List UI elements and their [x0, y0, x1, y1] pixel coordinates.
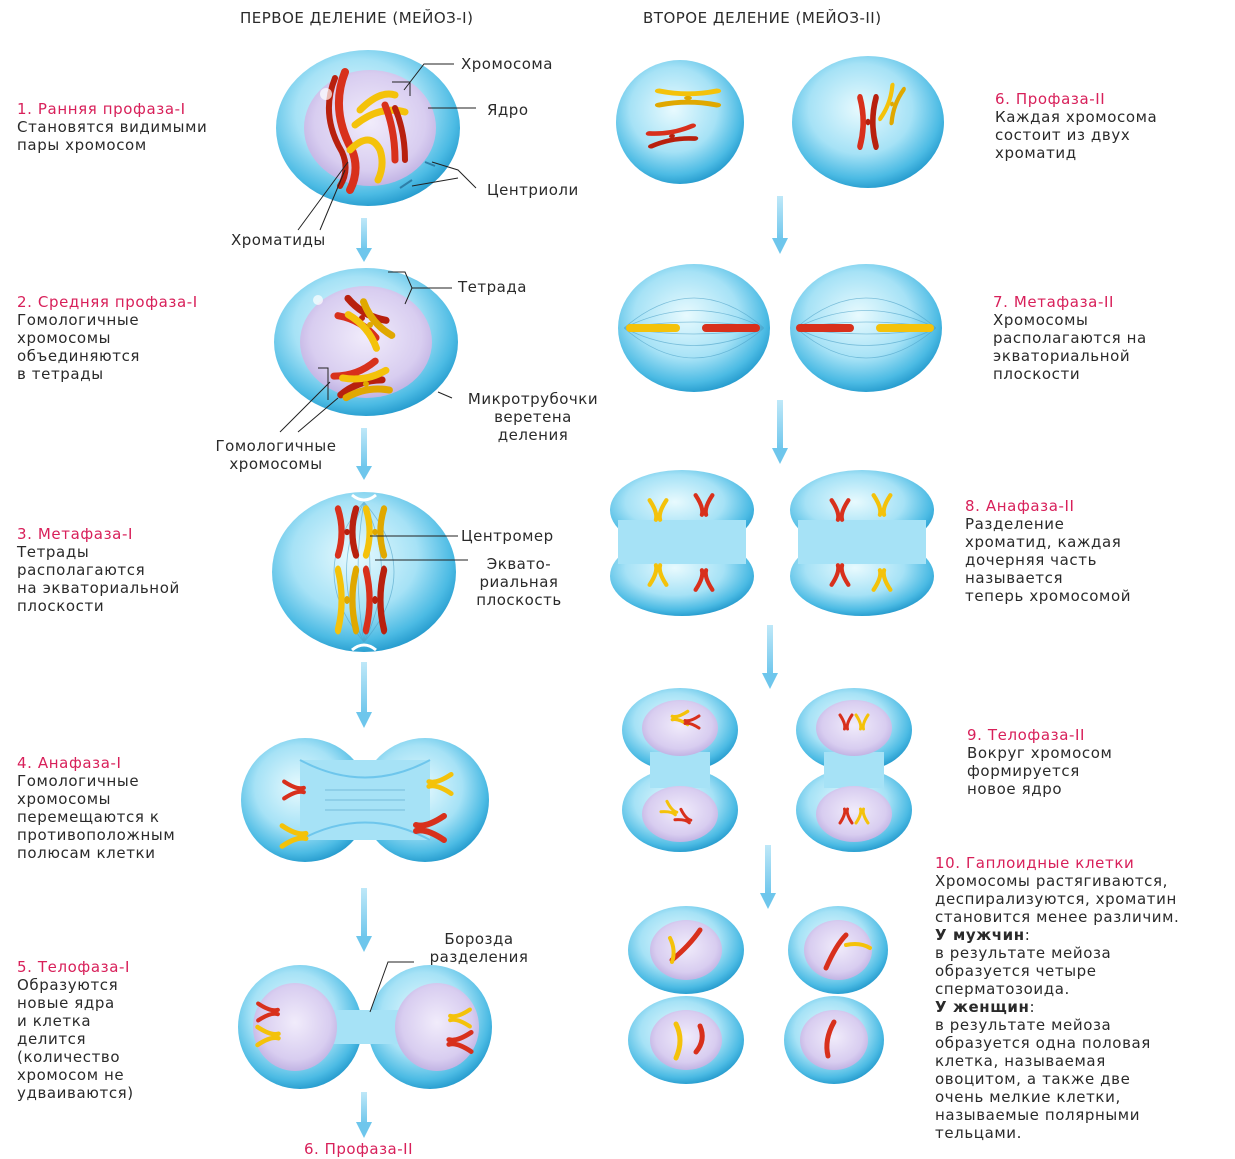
label-homologous-chromosomes: Гомологичные хромосомы	[206, 437, 346, 473]
stage-title: 1. Ранняя профаза-I	[17, 100, 207, 118]
stage-1-caption: 1. Ранняя профаза-I Становятся видимыми …	[17, 100, 207, 154]
arrows-right	[760, 196, 788, 909]
label-chromatids: Хроматиды	[231, 231, 326, 249]
stage-6-caption: 6. Профаза-II Каждая хромосома состоит и…	[995, 90, 1157, 162]
header-meiosis-2: ВТОРОЕ ДЕЛЕНИЕ (МЕЙОЗ-II)	[643, 9, 882, 27]
men-heading: У мужчин	[935, 926, 1025, 944]
men-body: в результате мейоза образуется четыре сп…	[935, 944, 1179, 998]
stage-body: Вокруг хромосом формируется новое ядро	[967, 744, 1112, 798]
stage-title: 4. Анафаза-I	[17, 754, 175, 772]
cell-anaphase-1	[241, 738, 489, 862]
label-centromere: Центромер	[461, 527, 554, 545]
stage-title: 2. Средняя профаза-I	[17, 293, 198, 311]
stage-body: Образуются новые ядра и клетка делится (…	[17, 976, 134, 1102]
stage-body: Разделение хроматид, каждая дочерняя час…	[965, 515, 1131, 605]
cells-anaphase-2	[610, 470, 934, 616]
stage-title: 3. Метафаза-I	[17, 525, 180, 543]
stage-4-caption: 4. Анафаза-I Гомологичные хромосомы пере…	[17, 754, 175, 862]
stage-title: 6. Профаза-II	[995, 90, 1157, 108]
cell-metaphase-1	[272, 492, 456, 652]
label-tetrad: Тетрада	[458, 278, 527, 296]
stage-7-caption: 7. Метафаза-II Хромосомы располагаются н…	[993, 293, 1147, 383]
stage-title: 10. Гаплоидные клетки	[935, 854, 1179, 872]
stage-title: 9. Телофаза-II	[967, 726, 1112, 744]
stage-body: Тетрады располагаются на экваториальной …	[17, 543, 180, 615]
cells-metaphase-2	[618, 264, 942, 392]
stage-body: Гомологичные хромосомы перемещаются к пр…	[17, 772, 175, 862]
stage-9-caption: 9. Телофаза-II Вокруг хромосом формирует…	[967, 726, 1112, 798]
men-colon: :	[1025, 926, 1031, 944]
header-meiosis-1: ПЕРВОЕ ДЕЛЕНИЕ (МЕЙОЗ-I)	[240, 9, 473, 27]
cell-telophase-1	[238, 965, 492, 1089]
label-chromosome: Хромосома	[461, 55, 553, 73]
stage-3-caption: 3. Метафаза-I Тетрады располагаются на э…	[17, 525, 180, 615]
stage-body: Становятся видимыми пары хромосом	[17, 118, 207, 154]
stage-title: 7. Метафаза-II	[993, 293, 1147, 311]
label-cleavage-furrow: Борозда разделения	[418, 930, 540, 966]
women-colon: :	[1030, 998, 1036, 1016]
women-heading: У женщин	[935, 998, 1030, 1016]
cells-haploid	[628, 906, 888, 1084]
label-microtubules: Микротрубочки веретена деления	[458, 390, 608, 444]
cell-middle-prophase-1	[274, 268, 458, 416]
women-body: в результате мейоза образуется одна поло…	[935, 1016, 1179, 1142]
women-line: У женщин:	[935, 998, 1179, 1016]
men-line: У мужчин:	[935, 926, 1179, 944]
stage-8-caption: 8. Анафаза-II Разделение хроматид, кажда…	[965, 497, 1131, 605]
stage-body: Хромосомы располагаются на экваториально…	[993, 311, 1147, 383]
cells-prophase-2	[616, 56, 944, 188]
label-centrioles: Центриоли	[487, 181, 579, 199]
stage-5-caption: 5. Телофаза-I Образуются новые ядра и кл…	[17, 958, 134, 1102]
next-stage-label: 6. Профаза-II	[304, 1140, 413, 1158]
stage-body: Гомологичные хромосомы объединяются в те…	[17, 311, 198, 383]
stage-2-caption: 2. Средняя профаза-I Гомологичные хромос…	[17, 293, 198, 383]
stage-body: Каждая хромосома состоит из двух хромати…	[995, 108, 1157, 162]
label-nucleus: Ядро	[487, 101, 529, 119]
stage-title: 8. Анафаза-II	[965, 497, 1131, 515]
label-equatorial-plane: Эквато- риальная плоскость	[466, 555, 572, 609]
cells-telophase-2	[622, 688, 912, 852]
stage-body: Хромосомы растягиваются, деспирализуются…	[935, 872, 1179, 926]
stage-title: 5. Телофаза-I	[17, 958, 134, 976]
stage-10-caption: 10. Гаплоидные клетки Хромосомы растягив…	[935, 854, 1179, 1142]
